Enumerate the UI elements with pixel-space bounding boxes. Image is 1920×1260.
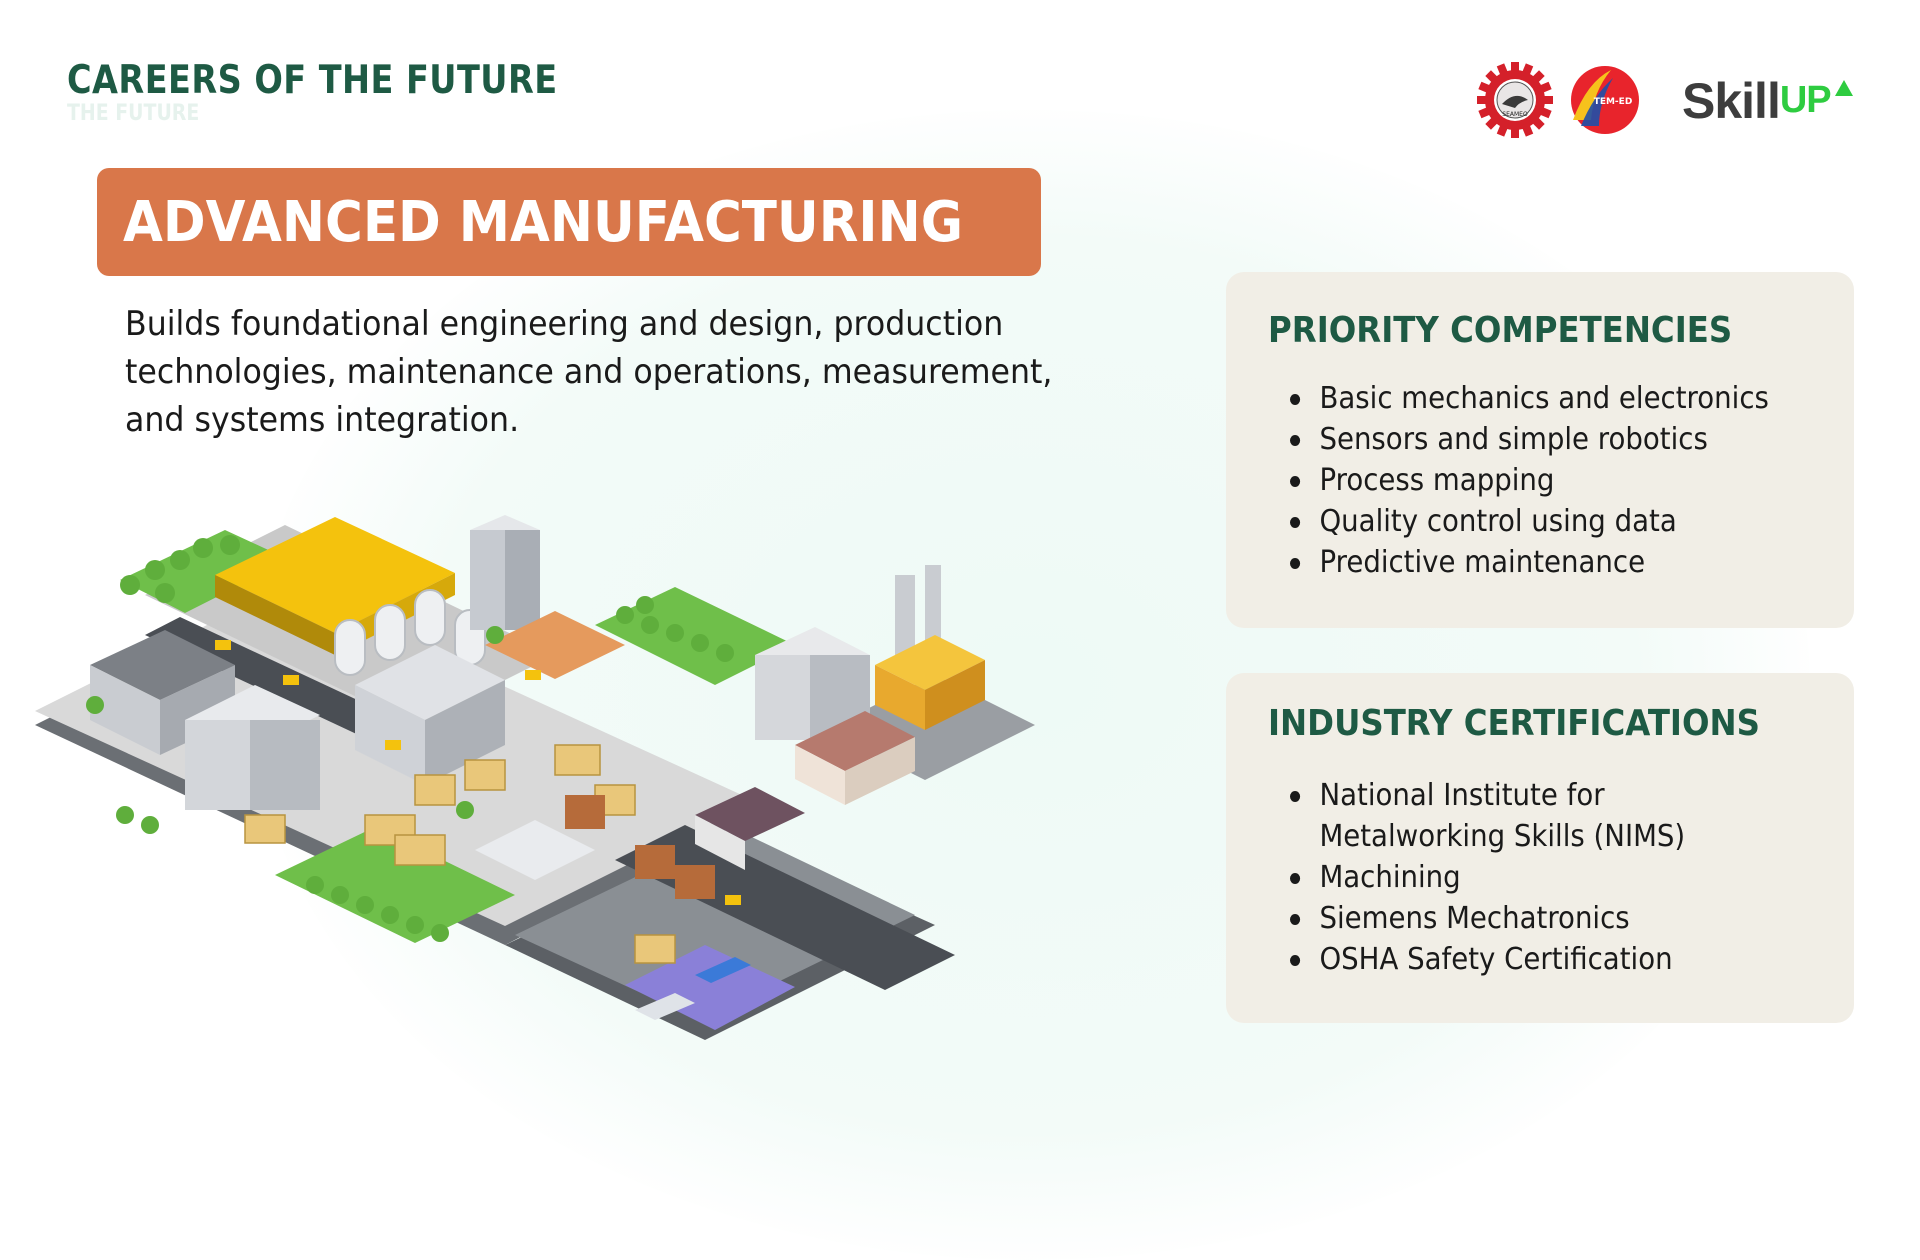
industry-certifications-card: INDUSTRY CERTIFICATIONS National Institu… [1226, 673, 1854, 1023]
page-title: ADVANCED MANUFACTURING [123, 189, 964, 255]
list-item: Quality control using data [1290, 501, 1769, 542]
up-arrow-icon [1834, 80, 1853, 96]
isometric-factory-city-illustration [35, 515, 1035, 1040]
title-banner: ADVANCED MANUFACTURING [97, 168, 1041, 276]
list-item: National Institute for Metalworking Skil… [1290, 775, 1685, 857]
seameo-logo: SEAMEO [1477, 62, 1553, 138]
list-item: Siemens Mechatronics [1290, 898, 1685, 939]
priority-competencies-list: Basic mechanics and electronics Sensors … [1290, 378, 1811, 583]
list-item: Machining [1290, 857, 1685, 898]
career-description: Builds foundational engineering and desi… [125, 304, 1053, 440]
seameo-logo-text: SEAMEO [1502, 111, 1528, 118]
skillup-skill-text: Skill [1682, 73, 1781, 129]
list-item-line: National Institute for [1319, 778, 1605, 813]
list-item: Predictive maintenance [1290, 542, 1769, 583]
list-item: Basic mechanics and electronics [1290, 378, 1769, 419]
tem-ed-logo: TEM-ED [1571, 66, 1639, 134]
list-item: OSHA Safety Certification [1290, 939, 1685, 980]
tem-ed-logo-text: TEM-ED [1594, 97, 1633, 107]
priority-competencies-heading: PRIORITY COMPETENCIES [1268, 310, 1733, 351]
list-item-line: Metalworking Skills (NIMS) [1319, 819, 1686, 854]
skillup-logo: SkillUP [1682, 72, 1853, 130]
eyebrow-heading: CAREERS OF THE FUTURE [67, 58, 558, 103]
list-item: Process mapping [1290, 460, 1769, 501]
priority-competencies-card: PRIORITY COMPETENCIES Basic mechanics an… [1226, 272, 1854, 628]
industry-certifications-heading: INDUSTRY CERTIFICATIONS [1268, 703, 1760, 744]
skillup-up-text: UP [1779, 79, 1832, 121]
list-item: Sensors and simple robotics [1290, 419, 1769, 460]
industry-certifications-list: National Institute for Metalworking Skil… [1290, 775, 1720, 980]
eyebrow-echo: THE FUTURE [67, 101, 200, 126]
